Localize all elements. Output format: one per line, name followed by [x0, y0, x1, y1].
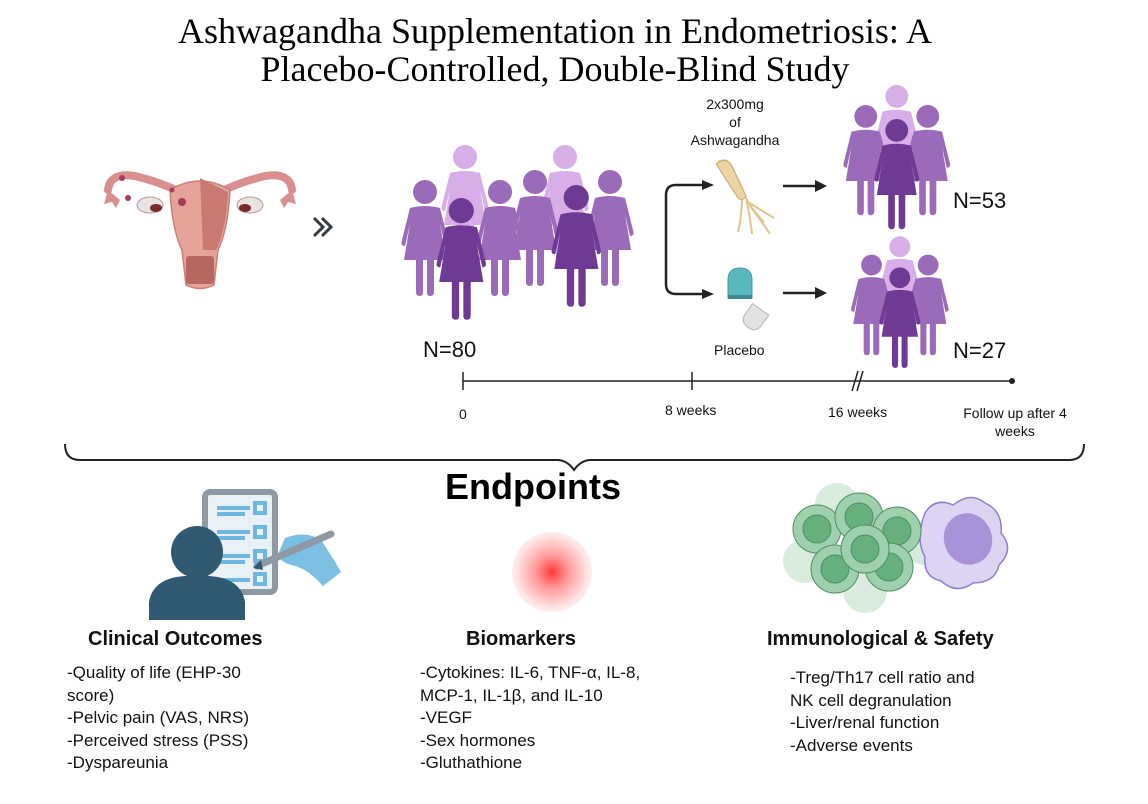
list-item: score)	[67, 685, 115, 705]
title-line-1: Ashwagandha Supplementation in Endometri…	[178, 11, 932, 51]
timeline-label-follow-up: Follow up after 4 weeks	[940, 404, 1090, 440]
ashwagandha-root-icon	[715, 159, 775, 235]
list-item: -Dyspareunia	[67, 753, 169, 772]
list-item: MCP-1, IL-1β, and IL-10	[420, 685, 603, 705]
woman-figure	[874, 119, 920, 230]
list-item: -Gluthathione	[420, 753, 523, 772]
endpoints-heading: Endpoints	[445, 466, 621, 507]
red-glow-icon	[512, 532, 592, 612]
immunological-safety-heading: Immunological & Safety	[767, 628, 994, 650]
woman-figure	[551, 185, 601, 307]
title-line-2: Placebo-Controlled, Double-Blind Study	[260, 49, 850, 89]
double-chevron-right-icon	[312, 216, 334, 238]
dose-line-3: Ashwagandha	[690, 132, 780, 148]
list-item: -Treg/Th17 cell ratio and	[790, 668, 975, 687]
timeline-label-16-weeks: 16 weeks	[828, 404, 888, 420]
list-item: NK cell degranulation	[790, 690, 952, 710]
timeline-break	[851, 370, 859, 392]
list-item: -Quality of life (EHP-30	[67, 663, 241, 682]
ashwagandha-dose-label: 2x300mg of Ashwagandha	[685, 95, 785, 149]
women-group-icon	[401, 145, 634, 320]
immune-cells-icon	[783, 483, 1009, 613]
biomarkers-heading: Biomarkers	[466, 628, 577, 650]
list-item: -Adverse events	[790, 735, 913, 755]
timeline-end-dot	[1009, 378, 1015, 384]
list-item: -Liver/renal function	[790, 713, 940, 732]
placebo-n-label: N=27	[953, 338, 1007, 363]
immunological-safety-list: -Treg/Th17 cell ratio and NK cell degran…	[790, 667, 975, 757]
arrow-to-placebo-group	[783, 287, 827, 299]
woman-figure	[905, 105, 951, 216]
list-item: -VEGF	[420, 708, 472, 727]
study-timeline	[462, 370, 1015, 392]
woman-figure	[476, 180, 524, 296]
dose-line-1: 2x300mg	[706, 96, 764, 112]
timeline-label-0: 0	[459, 406, 467, 422]
woman-figure	[907, 254, 949, 356]
figure-title: Ashwagandha Supplementation in Endometri…	[0, 12, 1110, 88]
woman-figure	[401, 180, 449, 296]
placebo-label: Placebo	[714, 342, 765, 358]
list-item: -Perceived stress (PSS)	[67, 730, 249, 750]
clinical-outcomes-heading: Clinical Outcomes	[88, 628, 263, 650]
arrow-to-ashwagandha-group	[783, 180, 827, 192]
woman-figure	[586, 170, 634, 286]
capsule-icon	[727, 267, 770, 331]
ashwagandha-n-label: N=53	[953, 188, 1007, 213]
list-item: -Pelvic pain (VAS, NRS)	[67, 708, 250, 727]
follow-up-line-2: weeks	[995, 423, 1035, 439]
follow-up-line-1: Follow up after 4	[963, 405, 1067, 421]
biomarkers-list: -Cytokines: IL-6, TNF-α, IL-8, MCP-1, IL…	[420, 662, 640, 775]
dose-line-2: of	[729, 114, 741, 130]
curly-brace	[64, 443, 1085, 472]
uterus-icon	[104, 171, 296, 290]
clinical-outcomes-list: -Quality of life (EHP-30 score) -Pelvic …	[67, 662, 249, 775]
women-group-icon	[843, 85, 951, 230]
enrollment-n-label: N=80	[423, 337, 477, 362]
list-item: -Cytokines: IL-6, TNF-α, IL-8,	[420, 663, 641, 682]
woman-figure	[843, 105, 889, 216]
list-item: -Sex hormones	[420, 730, 536, 750]
woman-figure	[436, 198, 486, 320]
woman-figure	[851, 254, 892, 356]
women-group-icon	[851, 236, 949, 368]
questionnaire-icon	[149, 489, 341, 620]
timeline-label-8-weeks: 8 weeks	[665, 402, 717, 418]
woman-figure	[879, 267, 921, 368]
woman-figure	[511, 170, 559, 286]
randomization-branch	[664, 180, 714, 299]
